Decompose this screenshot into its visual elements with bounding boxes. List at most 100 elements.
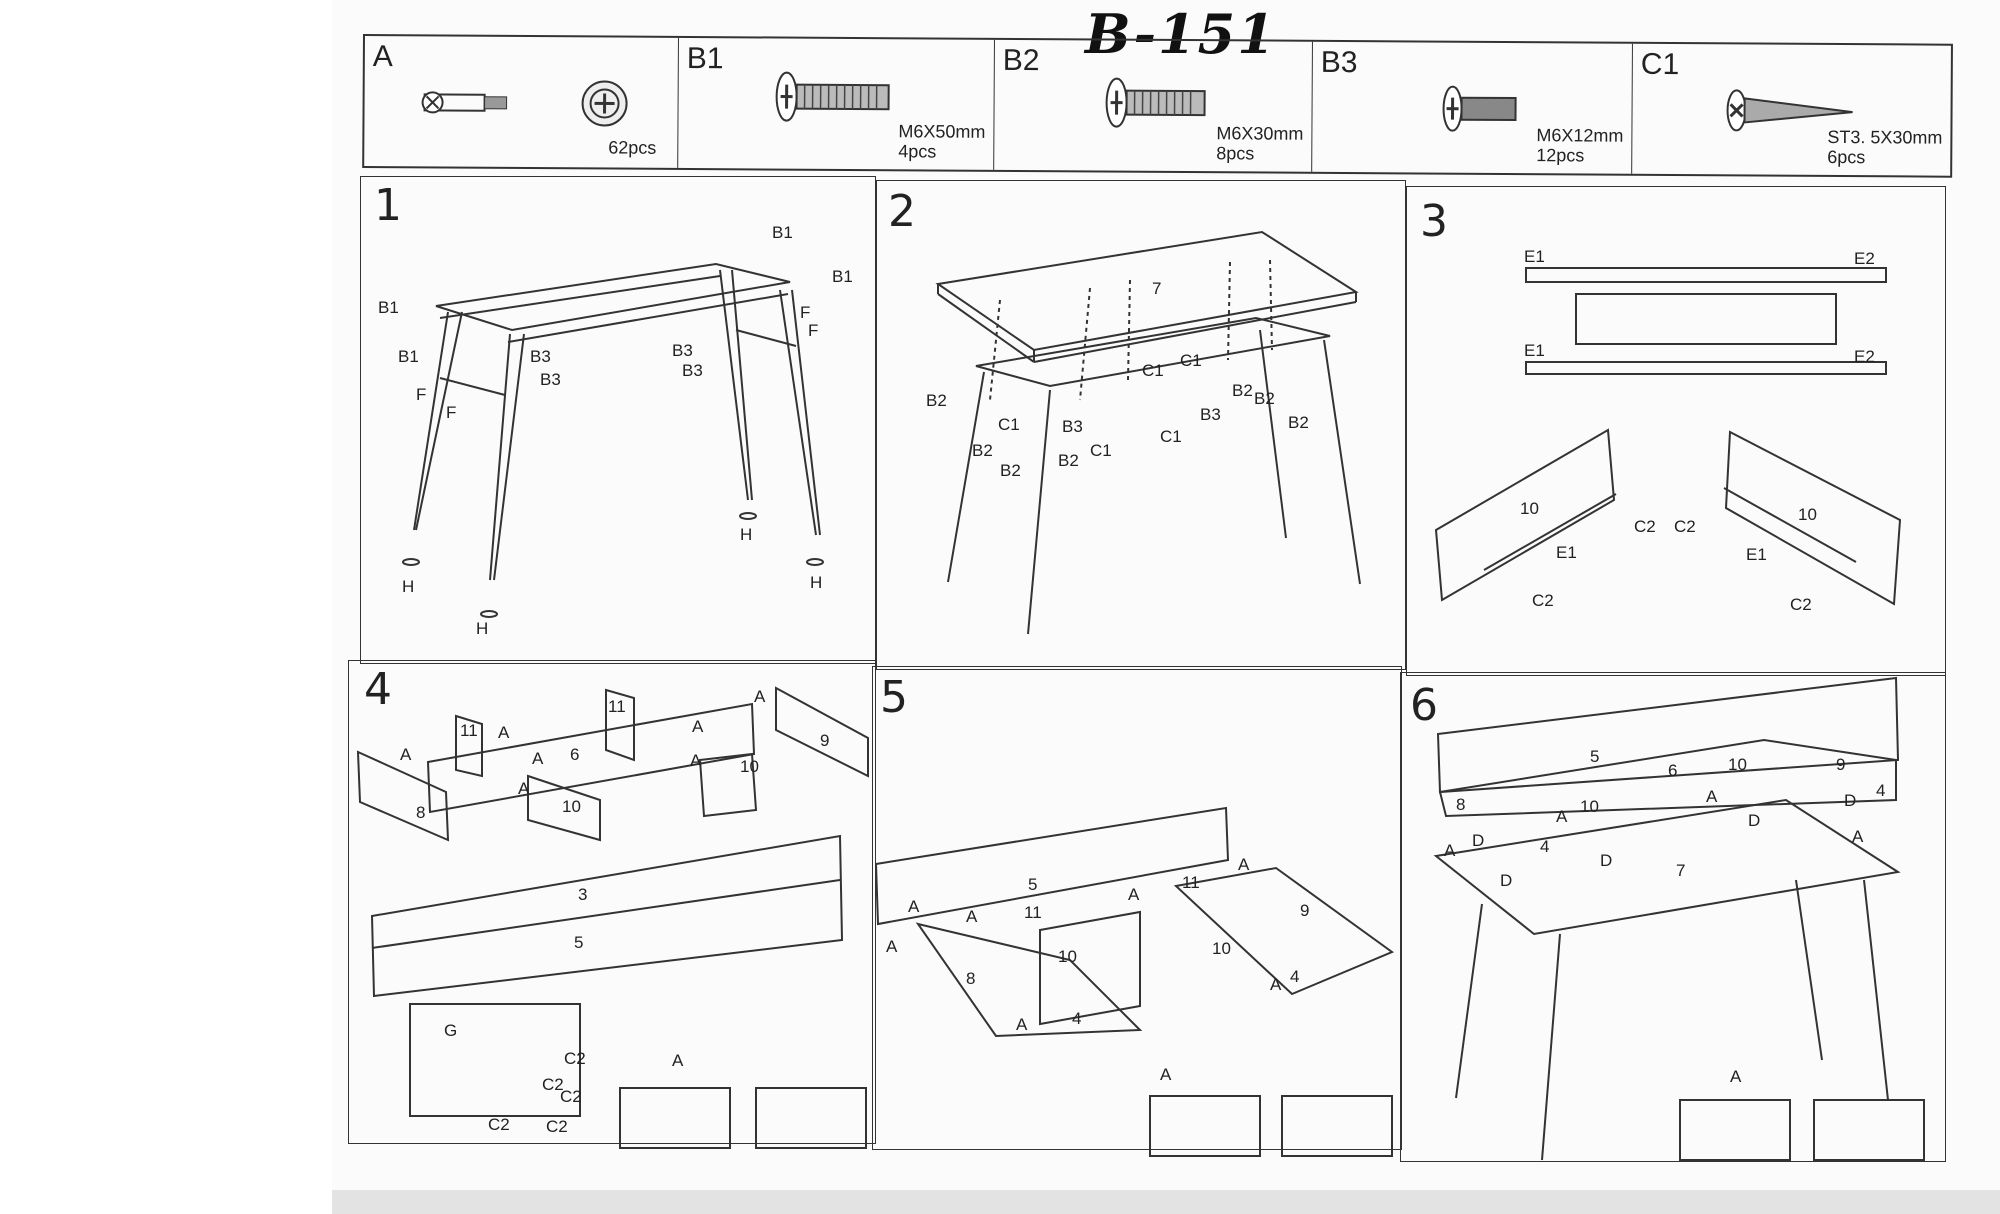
part-label: A — [1016, 1015, 1028, 1034]
part-label: A — [1730, 1067, 1742, 1086]
part-label: 6 — [1668, 761, 1677, 780]
part-label: 5 — [1028, 875, 1037, 894]
part-label: C1 — [1180, 351, 1202, 370]
step-4-boards-drawing — [356, 686, 869, 1149]
part-label: B3 — [672, 341, 693, 360]
wood-screw-icon — [1726, 89, 1853, 132]
part-label: A — [1160, 1065, 1172, 1084]
part-label: C2 — [1634, 517, 1656, 536]
step-1-panel — [360, 176, 876, 664]
part-label: A — [1852, 827, 1864, 846]
part-label: C1 — [1160, 427, 1182, 446]
part-label: D — [1500, 871, 1512, 890]
scan-bottom-edge — [332, 1190, 2000, 1214]
part-label: E2 — [1854, 249, 1875, 268]
part-label: 10 — [1520, 499, 1539, 518]
part-label: F — [446, 403, 456, 422]
part-label: D — [1472, 831, 1484, 850]
hardware-parts-table: A 62pcs B1 — [362, 34, 1953, 178]
part-label: F — [808, 321, 818, 340]
part-label: B2 — [1058, 451, 1079, 470]
part-cell-b1: B1 M6X50mm 4pcs — [678, 37, 995, 170]
part-label: C1 — [1142, 361, 1164, 380]
part-label: E1 — [1524, 247, 1545, 266]
part-label: A — [692, 717, 704, 736]
part-label: A — [400, 745, 412, 764]
part-label: 7 — [1152, 279, 1161, 298]
part-label: C1 — [1090, 441, 1112, 460]
part-label: B1 — [378, 298, 399, 317]
part-label: 9 — [1836, 755, 1845, 774]
step-5-drawer-drawing — [874, 806, 1395, 1157]
part-label: E1 — [1556, 543, 1577, 562]
part-label: B1 — [832, 267, 853, 286]
part-label: B3 — [530, 347, 551, 366]
part-label: 11 — [1182, 873, 1200, 892]
step-5-panel — [872, 666, 1402, 1150]
step-number: 4 — [364, 664, 392, 715]
part-label: 4 — [1072, 1009, 1081, 1028]
part-label: C2 — [542, 1075, 564, 1094]
step-number: 6 — [1410, 680, 1438, 731]
bolt-m6x12-icon — [1442, 85, 1517, 132]
bolt-m6x30-icon — [1105, 77, 1206, 128]
part-label: A — [754, 687, 766, 706]
document-title: B-151 — [1085, 2, 1277, 66]
step-1-frame-drawing — [402, 262, 824, 618]
step-6-panel — [1400, 672, 1946, 1162]
part-label: 4 — [1876, 781, 1885, 800]
part-label: E1 — [1524, 341, 1545, 360]
part-label: 10 — [1728, 755, 1747, 774]
step-3-rails-drawing — [1434, 267, 1902, 606]
part-label: B2 — [926, 391, 947, 410]
part-label: 11 — [1024, 903, 1042, 922]
part-label: D — [1600, 851, 1612, 870]
part-label: F — [416, 385, 426, 404]
part-label: B2 — [1254, 389, 1275, 408]
part-cell-b3: B3 M6X12mm 12pcs — [1312, 41, 1633, 174]
step-5-labels: 5 11 11 9 10 10 8 4 4 A A A A A A A A — [886, 855, 1309, 1084]
bolt-m6x50-icon — [775, 71, 890, 122]
part-label: B2 — [1232, 381, 1253, 400]
part-label: H — [810, 573, 822, 592]
part-label: 10 — [1798, 505, 1817, 524]
part-label: H — [740, 525, 752, 544]
part-label: D — [1748, 811, 1760, 830]
part-label: B3 — [540, 370, 561, 389]
part-label: A — [672, 1051, 684, 1070]
part-label: 4 — [1540, 837, 1549, 856]
part-label: C2 — [1674, 517, 1696, 536]
part-label: A — [1444, 841, 1456, 860]
part-label: A — [1238, 855, 1250, 874]
part-label: 8 — [416, 803, 425, 822]
part-label: C2 — [1790, 595, 1812, 614]
part-label: 8 — [1456, 795, 1465, 814]
part-label: H — [476, 619, 488, 638]
part-label: A — [1556, 807, 1568, 826]
part-cell-a: A 62pcs — [364, 36, 679, 168]
step-1-labels: B1 B1 B1 B1 B3 B3 B3 B3 F F F F H H H H — [378, 223, 853, 638]
part-label: 5 — [1590, 747, 1599, 766]
part-label: 10 — [562, 797, 581, 816]
part-label: 5 — [574, 933, 583, 952]
part-label: 11 — [460, 721, 478, 740]
part-label: 7 — [1676, 861, 1685, 880]
part-label: 11 — [608, 697, 626, 716]
part-label: B1 — [772, 223, 793, 242]
part-label: 9 — [1300, 901, 1309, 920]
part-label: A — [498, 723, 510, 742]
part-label: 10 — [740, 757, 759, 776]
step-2-labels: 7 C1 C1 C1 C1 C1 B2 B2 B2 B2 B2 B2 B2 B3… — [926, 279, 1309, 480]
step-3-panel — [1406, 186, 1946, 676]
part-label: 3 — [578, 885, 587, 904]
part-label: B3 — [1200, 405, 1221, 424]
part-label: E2 — [1854, 347, 1875, 366]
step-2-desk-drawing — [935, 230, 1361, 635]
part-label: C2 — [564, 1049, 586, 1068]
step-3-labels: E1 E2 E1 E2 10 10 E1 E1 C2 C2 C2 C2 — [1520, 247, 1875, 614]
cam-lock-icon — [421, 80, 628, 127]
part-label: A — [532, 749, 544, 768]
part-label: A — [966, 907, 978, 926]
part-label: B3 — [1062, 417, 1083, 436]
